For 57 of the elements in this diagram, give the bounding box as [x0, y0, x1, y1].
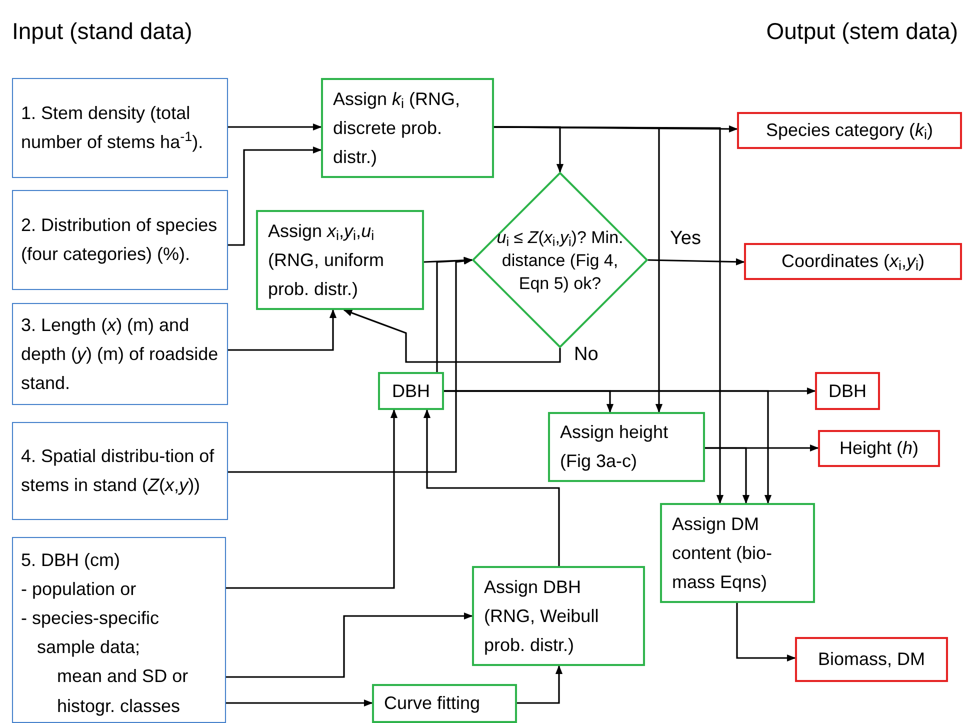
input-box: [12, 78, 228, 178]
decision-text: u$_{i}$ ≤ Z(x$_{i}$,y$_{i}$)? Min. distance (Fig 4, Eqn 5) ok?: [496, 228, 624, 292]
arrow: [436, 256, 473, 372]
input-box: [12, 303, 228, 405]
arrow: [228, 257, 473, 473]
process-box: [372, 684, 517, 723]
input-box: [12, 422, 228, 520]
process-text: Assign k$_{i}$ (RNG, discrete prob. distr.): [333, 88, 460, 166]
column-heading: Output (stem data): [766, 17, 958, 46]
process-text: Assign height (Fig 3a-c): [560, 422, 668, 471]
arrow: [226, 699, 373, 707]
process-text: Assign x$_{i}$,y$_{i}$,u$_{i}$ (RNG, uniform prob. distr.): [268, 220, 384, 298]
input-box: [12, 537, 226, 723]
input-text: 5. DBH (cm): [21, 550, 120, 570]
arrow: [228, 123, 322, 131]
column-heading: Input (stand data): [12, 17, 192, 46]
arrow: [228, 146, 322, 246]
arrow: [228, 309, 337, 351]
input-text: 4. Spatial distribu-tion of stems in stand (Z(x,y)): [21, 446, 214, 495]
arrow: [444, 390, 772, 504]
process-text: Assign DM content (bio-mass Eqns): [672, 514, 772, 592]
output-box: [744, 243, 962, 280]
input-text: histogr. classes: [57, 696, 180, 716]
arrow: [517, 665, 563, 704]
output-text: Biomass, DM: [818, 649, 925, 669]
output-text: Species category (k$_{i}$): [766, 120, 934, 140]
arrow: [648, 258, 745, 266]
output-box: [737, 112, 962, 149]
process-text: Curve fitting: [384, 693, 480, 713]
process-text: Assign DBH (RNG, Weibull prob. distr.): [484, 576, 599, 654]
arrow: [226, 612, 473, 678]
output-text: Coordinates (x$_{i}$,y$_{i}$): [781, 251, 925, 271]
process-box: [256, 210, 424, 310]
process-box: [660, 503, 815, 603]
output-text: DBH: [828, 380, 866, 400]
process-text: DBH: [392, 380, 430, 400]
arrow: [423, 409, 560, 566]
input-text: mean and SD or: [57, 666, 188, 686]
process-box: [472, 566, 645, 666]
process-box: [321, 78, 494, 178]
input-text: 3. Length (x) (m) and depth (y) (m) of roadside stand.: [21, 314, 218, 392]
input-box: [12, 190, 228, 290]
output-box: [818, 430, 940, 467]
arrow: [736, 603, 796, 662]
arrow: [343, 309, 561, 363]
arrow: [494, 126, 724, 504]
output-text: Height (h): [839, 438, 919, 458]
arrow: [705, 447, 750, 504]
input-text: 1. Stem density (total number of stems ha$^{-1}$).: [21, 103, 204, 152]
input-text: - population or: [21, 579, 136, 599]
arrow: [226, 409, 398, 589]
process-box: [378, 372, 444, 410]
output-box: [795, 637, 948, 682]
input-text: - species-specific sample data;: [21, 607, 160, 659]
input-text: 2. Distribution of species (four categories) (%).: [21, 215, 218, 264]
process-box: [548, 412, 705, 482]
output-box: [815, 372, 880, 410]
